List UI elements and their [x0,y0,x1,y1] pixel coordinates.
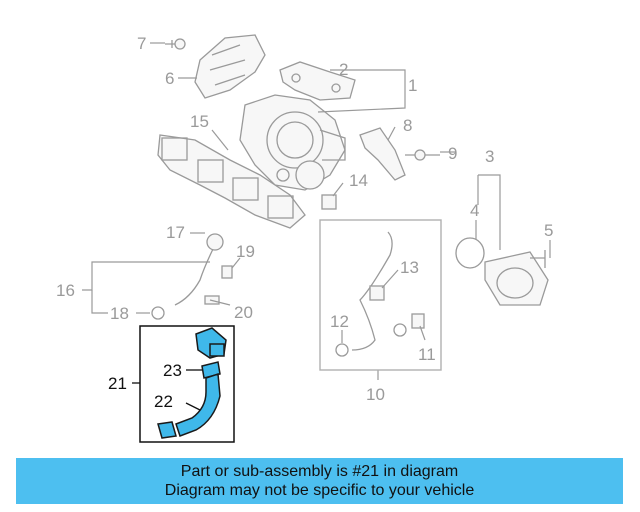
callout-23: 23 [163,361,182,380]
banner-line-2: Diagram may not be specific to your vehi… [164,482,475,499]
callout-5: 5 [544,221,554,240]
callout-6: 6 [165,69,175,88]
leader-lines [82,42,551,380]
leader-22 [185,402,201,411]
sub-assembly-21-frame[interactable] [139,325,235,443]
info-banner: Part or sub-assembly is #21 in diagram D… [16,458,623,504]
callout-17: 17 [166,223,185,242]
fitting-14-part [321,194,337,210]
callout-15: 15 [190,112,209,131]
callout-2: 2 [339,60,349,79]
callout-19: 19 [236,242,255,261]
upper-gasket-part [279,61,356,101]
exhaust-manifold-part [157,134,306,229]
bolt-7-part [165,38,186,50]
callout-7: 7 [137,34,147,53]
heat-shield-part [194,34,266,99]
hose-22-highlighted-part[interactable] [157,372,221,439]
washer-15-part [276,168,290,182]
oil-return-pipe-part [335,231,425,357]
callout-9: 9 [448,144,458,163]
vacuum-valve-highlighted-part[interactable] [195,327,227,359]
sub-assembly-10-frame [319,219,442,371]
parts-diagram [82,34,551,443]
callout-10: 10 [366,385,385,404]
callout-18: 18 [110,304,129,323]
callout-22: 22 [154,392,173,411]
callout-11: 11 [418,345,436,364]
clamp-23-highlighted-part[interactable] [201,361,221,379]
callout-21: 21 [108,374,127,393]
callout-1: 1 [408,76,418,95]
turbocharger-part [239,94,346,191]
bracket-8-part [359,127,406,181]
coolant-housing-part [455,237,549,306]
callout-16: 16 [56,281,75,300]
banner-line-1: Part or sub-assembly is #21 in diagram [180,463,459,480]
callout-20: 20 [234,303,253,322]
callout-8: 8 [403,116,413,135]
callout-3: 3 [485,147,495,166]
callout-14: 14 [349,171,368,190]
callout-12: 12 [330,312,349,331]
callout-4: 4 [470,201,480,220]
bolt-9-part [405,149,440,161]
callout-13: 13 [400,258,419,277]
oil-feed-pipe-part [151,233,233,320]
